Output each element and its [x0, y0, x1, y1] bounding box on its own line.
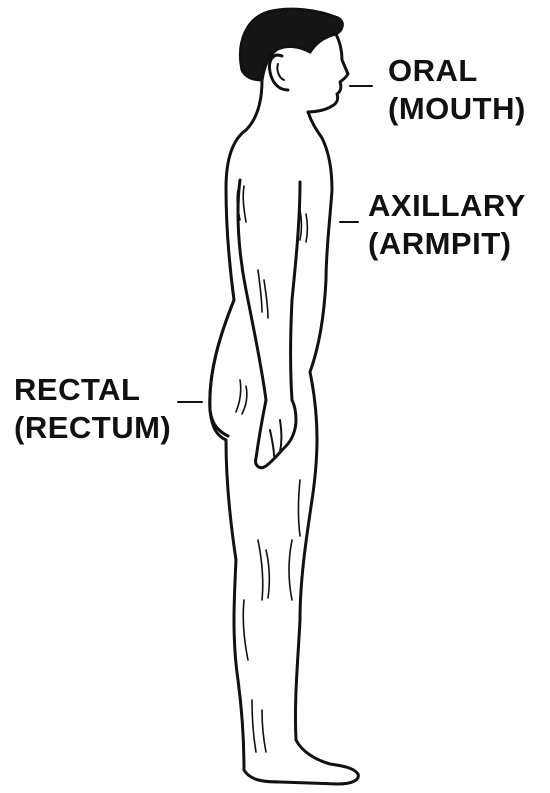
oral-label-line2: (MOUTH)	[388, 90, 526, 128]
hair	[240, 9, 342, 80]
neck-front	[308, 112, 322, 138]
rectal-label-line1: RECTAL	[14, 371, 171, 409]
buttock	[210, 300, 234, 436]
axillary-label-line1: AXILLARY	[368, 187, 526, 225]
axillary-label: AXILLARY (ARMPIT)	[368, 187, 526, 263]
arm-back	[238, 180, 266, 400]
foot	[244, 740, 358, 784]
hand	[256, 400, 296, 468]
rectal-label: RECTAL (RECTUM)	[14, 371, 171, 447]
back-outline	[210, 130, 246, 770]
axillary-label-line2: (ARMPIT)	[368, 225, 526, 263]
oral-label-line1: ORAL	[388, 52, 526, 90]
rectal-label-line2: (RECTUM)	[14, 409, 171, 447]
oral-label: ORAL (MOUTH)	[388, 52, 526, 128]
neck-back	[246, 80, 262, 130]
arm-front	[291, 182, 301, 400]
